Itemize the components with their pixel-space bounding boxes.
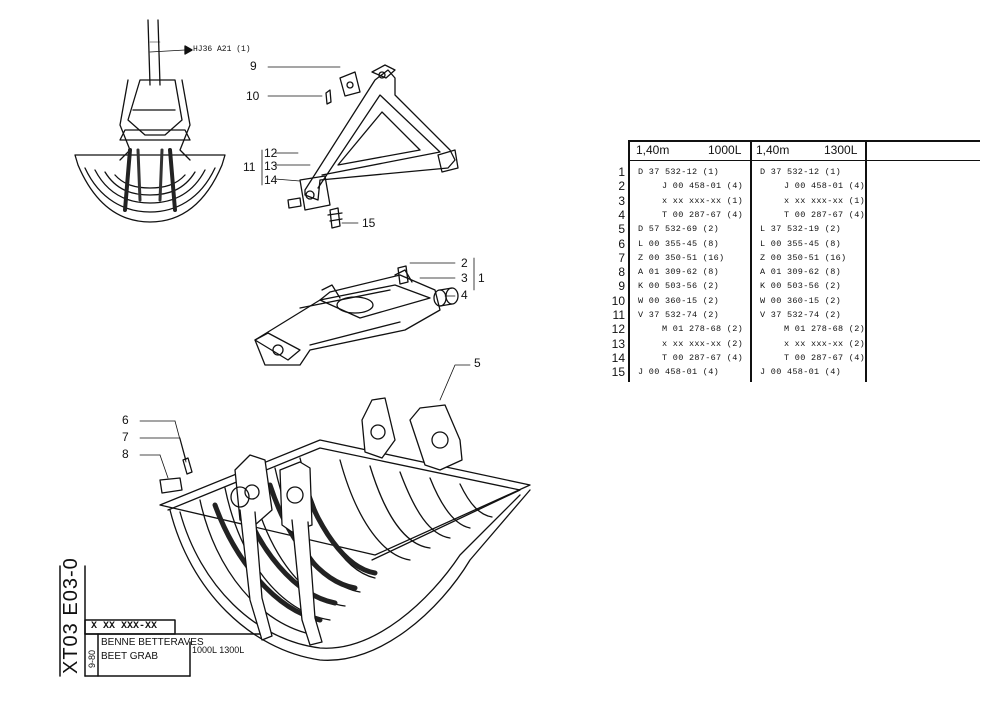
table-row-number: 14: [611, 350, 625, 365]
table-cell-1300l: M 01 278-68 (2): [784, 324, 866, 335]
callout-2: 2: [461, 256, 468, 270]
table-cell-1000l: A 01 309-62 (8): [638, 267, 720, 278]
callout-7: 7: [122, 430, 129, 444]
title-block-frame: [59, 565, 261, 677]
table-cell-1300l: T 00 287-67 (4): [784, 209, 866, 220]
callout-8: 8: [122, 447, 129, 461]
callout-5: 5: [474, 356, 481, 370]
table-cell-1000l: D 57 532-69 (2): [638, 224, 720, 235]
table-row-number: 5: [618, 222, 625, 237]
table-cell-1300l: L 37 532-19 (2): [760, 224, 842, 235]
table-cell-1300l: V 37 532-74 (2): [760, 310, 842, 320]
callout-15: 15: [362, 216, 376, 230]
overview-grab-sketch: [74, 19, 226, 223]
table-row-number: 11: [612, 308, 625, 322]
table-row-number: 2: [618, 179, 625, 194]
table-row-number: 12: [611, 322, 625, 337]
table-cell-1300l: J 00 458-01 (4): [784, 181, 866, 192]
beet-grab-bucket: [159, 397, 531, 661]
table-row-number: 3: [618, 193, 625, 208]
title-french: BENNE BETTERAVES: [101, 637, 204, 648]
beam-drawing: [254, 265, 459, 366]
table-cell-1300l: L 00 355-45 (8): [760, 238, 842, 249]
table-cell-1000l: D 37 532-12 (1): [638, 167, 720, 177]
table-cell-1300l: T 00 287-67 (4): [784, 352, 866, 363]
col2-header-capacity: 1300L: [824, 143, 858, 157]
table-cell-1000l: J 00 458-01 (4): [638, 367, 720, 378]
callout-13: 13: [264, 159, 278, 173]
table-cell-1000l: J 00 458-01 (4): [662, 181, 744, 192]
callout-9: 9: [250, 59, 257, 73]
col1-header-capacity: 1000L: [708, 143, 742, 157]
table-cell-1300l: J 00 458-01 (4): [760, 367, 842, 378]
table-cell-1000l: Z 00 350-51 (16): [638, 252, 725, 263]
document-code: XT03 E03-0: [60, 557, 82, 676]
table-row-number: 13: [611, 336, 625, 351]
callout-1: 1: [478, 271, 485, 285]
table-row-number: 15: [611, 365, 625, 380]
table-cell-1300l: K 00 503-56 (2): [760, 281, 842, 292]
document-date: 9-80: [87, 648, 97, 678]
table-cell-1300l: A 01 309-62 (8): [760, 267, 842, 278]
table-cell-1000l: L 00 355-45 (8): [638, 238, 720, 249]
table-row-number: 9: [618, 279, 625, 294]
table-row-number: 6: [618, 236, 625, 251]
table-row-number: 1: [618, 165, 625, 179]
table-cell-1300l: Z 00 350-51 (16): [760, 252, 847, 263]
table-row-number: 7: [618, 250, 625, 265]
table-cell-1300l: W 00 360-15 (2): [760, 295, 842, 306]
callout-14: 14: [264, 173, 278, 187]
a-frame-drawing: [287, 64, 459, 229]
document-date-text: 9-80: [87, 649, 97, 668]
table-cell-1000l: T 00 287-67 (4): [662, 352, 744, 363]
callout-11: 11: [243, 160, 256, 174]
table-cell-1000l: x xx xxx-xx (1): [662, 195, 744, 206]
table-cell-1000l: T 00 287-67 (4): [662, 209, 744, 220]
callout-3: 3: [461, 271, 468, 285]
table-row-number: 4: [618, 207, 625, 222]
parts-table: 1,40m 1000L 1,40m 1300L 1 D 37 532-12 (1)…: [610, 140, 980, 390]
callout-6: 6: [122, 413, 129, 427]
callout-10: 10: [246, 89, 260, 103]
reference-label: HJ36 A21 (1): [193, 45, 251, 54]
table-cell-1300l: D 37 532-12 (1): [760, 167, 842, 177]
table-cell-1000l: M 01 278-68 (2): [662, 324, 744, 335]
col1-header-length: 1,40m: [636, 143, 670, 157]
part-number: X XX XXX-XX: [91, 621, 158, 632]
table-cell-1300l: x xx xxx-xx (1): [784, 195, 866, 206]
callout-4: 4: [461, 288, 468, 302]
table-cell-1000l: V 37 532-74 (2): [638, 310, 720, 320]
table-row-number: 8: [618, 265, 625, 280]
table-row-number: 10: [611, 293, 625, 308]
col2-header-length: 1,40m: [756, 143, 790, 157]
title-english: BEET GRAB: [101, 651, 159, 662]
table-cell-1000l: K 00 503-56 (2): [638, 281, 720, 292]
document-code-text: XT03 E03-0: [60, 557, 82, 674]
table-cell-1000l: x xx xxx-xx (2): [662, 338, 744, 349]
leader-lines: [139, 66, 475, 479]
table-cell-1300l: x xx xxx-xx (2): [784, 338, 866, 349]
callout-12: 12: [264, 146, 278, 160]
title-capacities: 1000L 1300L: [192, 645, 245, 655]
table-cell-1000l: W 00 360-15 (2): [638, 295, 720, 306]
